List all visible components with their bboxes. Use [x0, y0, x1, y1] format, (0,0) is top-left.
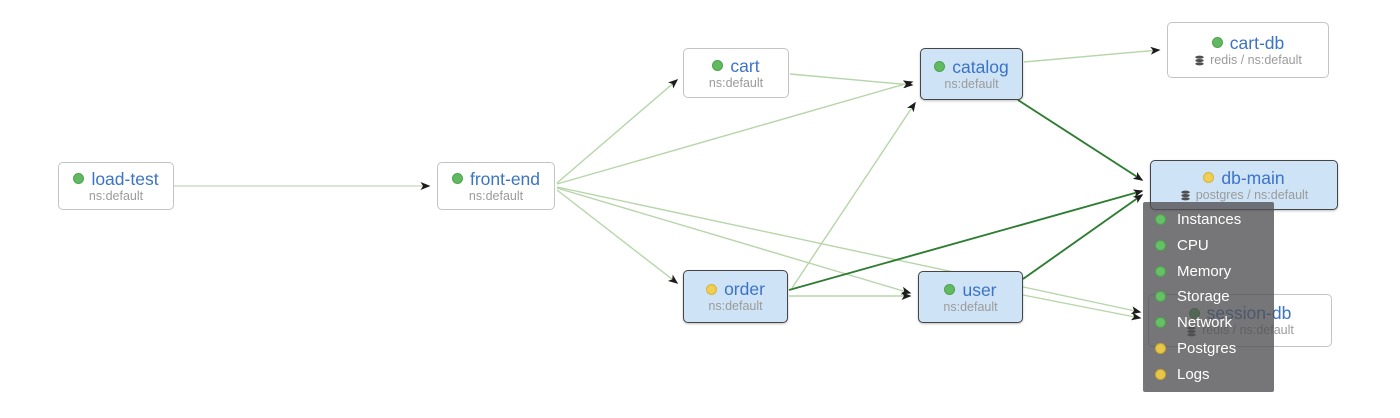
node-label: db-main [1221, 167, 1285, 188]
node-namespace: ns:default [88, 188, 144, 203]
status-dot [1155, 342, 1166, 354]
edge-cart-to-catalog[interactable] [789, 73, 914, 89]
tooltip-row-storage: Storage [1155, 288, 1274, 305]
node-label: load-test [91, 168, 159, 189]
edge-order-to-db-main[interactable] [788, 189, 1144, 291]
status-dot [934, 61, 946, 73]
node-label: front-end [469, 168, 541, 189]
tooltip-row-memory: Memory [1155, 263, 1274, 280]
status-dot [451, 173, 463, 185]
tooltip-row-network: Network [1155, 314, 1274, 331]
status-dot [1155, 265, 1166, 277]
status-dot [1203, 172, 1215, 184]
status-dot [944, 284, 956, 296]
status-dot [712, 60, 724, 72]
node-health-tooltip: Instances CPU Memory Storage Network Pos… [1143, 202, 1274, 392]
status-dot [1155, 240, 1166, 252]
database-icon [1180, 190, 1190, 201]
node-label: user [962, 279, 997, 300]
edge-user-to-db-main[interactable] [1022, 194, 1144, 280]
node-namespace: postgres / ns:default [1195, 187, 1309, 202]
status-dot [1211, 37, 1223, 49]
edge-catalog-to-db-main[interactable] [1017, 99, 1144, 181]
edge-front-end-to-session-db[interactable] [556, 186, 1142, 315]
edge-front-end-to-order[interactable] [556, 189, 679, 284]
edge-front-end-to-user[interactable] [556, 187, 912, 295]
node-namespace: ns:default [468, 188, 524, 203]
edge-front-end-to-catalog[interactable] [556, 80, 914, 185]
node-order[interactable]: order ns:default [683, 270, 788, 323]
edge-order-to-catalog[interactable] [791, 101, 916, 289]
edge-catalog-to-cart-db[interactable] [1023, 46, 1161, 63]
node-load-test[interactable]: load-test ns:default [58, 162, 174, 210]
node-label: cart [730, 55, 760, 76]
tooltip-row-cpu: CPU [1155, 237, 1274, 254]
node-front-end[interactable]: front-end ns:default [437, 162, 555, 210]
edge-front-end-to-cart[interactable] [556, 79, 679, 184]
status-dot [73, 173, 85, 185]
status-dot [1155, 317, 1166, 329]
node-label: order [724, 279, 765, 300]
node-label: catalog [952, 56, 1009, 77]
tooltip-row-logs: Logs [1155, 366, 1274, 383]
node-namespace: ns:default [708, 75, 764, 90]
edge-user-to-session-db[interactable] [1022, 294, 1142, 321]
node-catalog[interactable]: catalog ns:default [920, 48, 1023, 100]
node-cart-db[interactable]: cart-db redis / ns:default [1167, 22, 1329, 78]
node-db-main[interactable]: db-main postgres / ns:default [1150, 160, 1338, 210]
node-user[interactable]: user ns:default [918, 271, 1023, 323]
tooltip-row-instances: Instances [1155, 211, 1274, 228]
status-dot [1155, 368, 1166, 380]
node-cart[interactable]: cart ns:default [683, 48, 789, 98]
status-dot [1155, 214, 1166, 226]
database-icon [1195, 55, 1204, 66]
tooltip-row-postgres: Postgres [1155, 340, 1274, 357]
node-namespace: ns:default [944, 76, 999, 91]
node-label: cart-db [1229, 32, 1285, 53]
node-namespace: ns:default [708, 299, 763, 314]
node-namespace: ns:default [943, 299, 998, 314]
status-dot [706, 283, 718, 295]
status-dot [1155, 291, 1166, 303]
node-namespace: redis / ns:default [1210, 52, 1302, 67]
